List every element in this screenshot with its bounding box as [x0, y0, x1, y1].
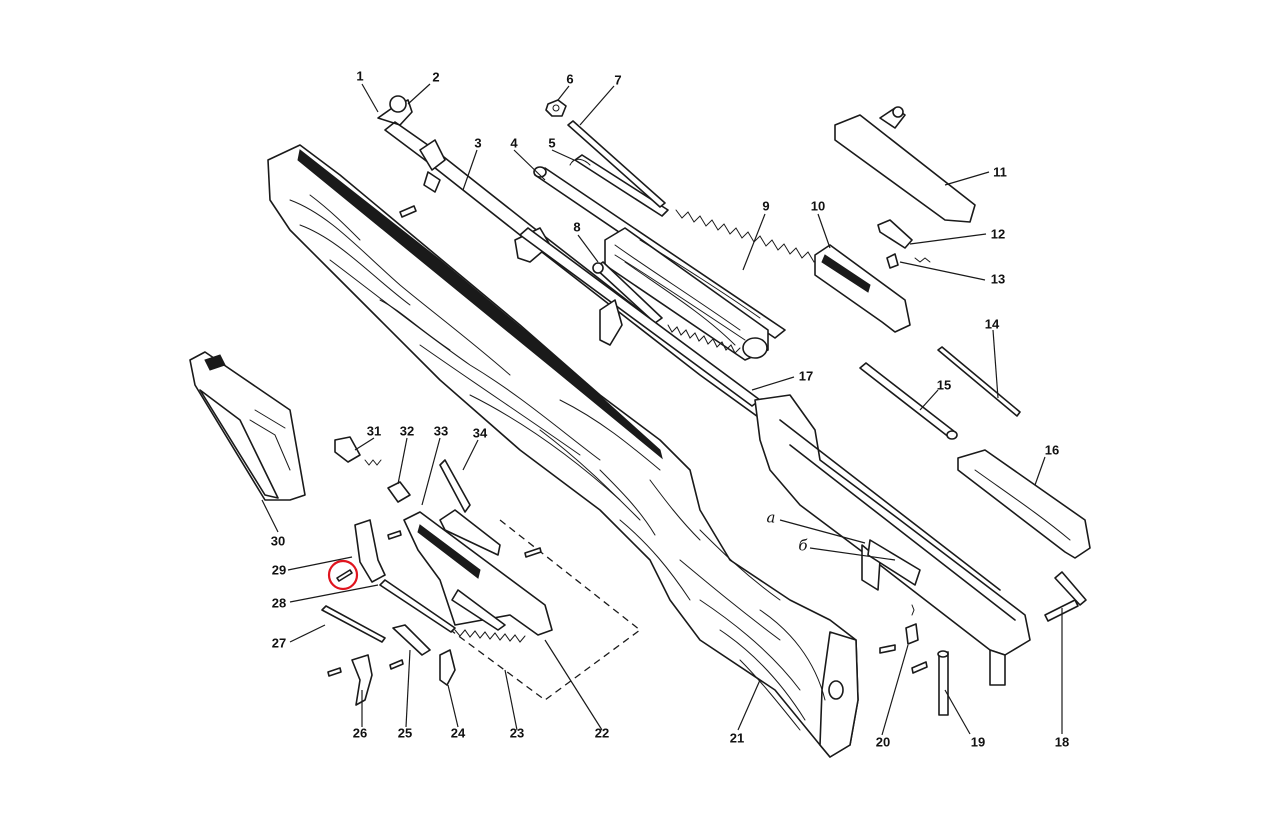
operating-rod: [569, 154, 669, 217]
label-7: 7: [614, 72, 622, 88]
stock: [267, 144, 859, 758]
label-23: 23: [509, 725, 525, 741]
trigger-pin: [321, 605, 386, 643]
label-4: 4: [510, 135, 518, 151]
highlight-circle: [327, 559, 359, 591]
label-18: 18: [1054, 734, 1070, 750]
hammer: [354, 519, 386, 583]
nut: [545, 99, 567, 117]
pin-19: [937, 650, 949, 716]
piston: [592, 261, 663, 324]
label-32: 32: [399, 423, 415, 439]
label-16: 16: [1044, 442, 1060, 458]
cleaning-rod: [567, 120, 666, 208]
pin-rod: [937, 346, 1021, 417]
label-2: 2: [432, 69, 440, 85]
label-22: 22: [594, 725, 610, 741]
label-26: 26: [352, 725, 368, 741]
label-3: 3: [474, 135, 482, 151]
trigger-spring: [454, 629, 526, 643]
label-20: 20: [875, 734, 891, 750]
lower-handguard: [957, 449, 1091, 559]
highlighted-pin: [336, 569, 353, 582]
label-34: 34: [472, 425, 488, 441]
label-15: 15: [936, 377, 952, 393]
label-13: 13: [990, 271, 1006, 287]
label-10: 10: [810, 198, 826, 214]
label-19: 19: [970, 734, 986, 750]
magazine-catch: [879, 604, 928, 674]
small-pin-2: [327, 667, 342, 677]
label-14: 14: [984, 316, 1000, 332]
label-6: 6: [566, 71, 574, 87]
label-30: 30: [270, 533, 286, 549]
letter-label-a: а: [766, 508, 776, 527]
small-pin-3: [389, 659, 404, 670]
bolt-carrier: [814, 244, 911, 333]
takedown-lever: [1044, 571, 1087, 622]
label-8: 8: [573, 219, 581, 235]
gas-piston-rod: [859, 362, 958, 440]
label-31: 31: [366, 423, 382, 439]
label-33: 33: [433, 423, 449, 439]
label-24: 24: [450, 725, 466, 741]
disconnector: [439, 649, 456, 686]
label-12: 12: [990, 226, 1006, 242]
label-25: 25: [397, 725, 413, 741]
receiver: [754, 394, 1031, 686]
magazine: [189, 351, 306, 501]
hammer-pin: [379, 579, 456, 633]
small-pin-5: [387, 530, 402, 540]
assembly-outline: [409, 519, 642, 701]
label-5: 5: [548, 135, 556, 151]
label-29: 29: [271, 562, 287, 578]
operating-spring: [667, 324, 741, 354]
safety-spring: [387, 481, 411, 503]
label-21: 21: [729, 730, 745, 746]
label-28: 28: [271, 595, 287, 611]
extractor: [886, 253, 931, 269]
small-pin-4: [524, 547, 542, 558]
sear: [392, 624, 431, 656]
label-1: 1: [356, 68, 364, 84]
label-17: 17: [798, 368, 814, 384]
leader-lines: [261, 83, 1063, 736]
firing-pin: [877, 219, 913, 249]
small-pin: [399, 205, 417, 218]
trigger-housing: [403, 459, 553, 636]
label-11: 11: [993, 164, 1007, 180]
label-27: 27: [271, 635, 287, 651]
trigger: [351, 654, 373, 706]
letter-label-b: б: [798, 536, 808, 555]
safety: [334, 436, 382, 466]
receiver-cover: [834, 106, 976, 223]
label-9: 9: [762, 198, 770, 214]
